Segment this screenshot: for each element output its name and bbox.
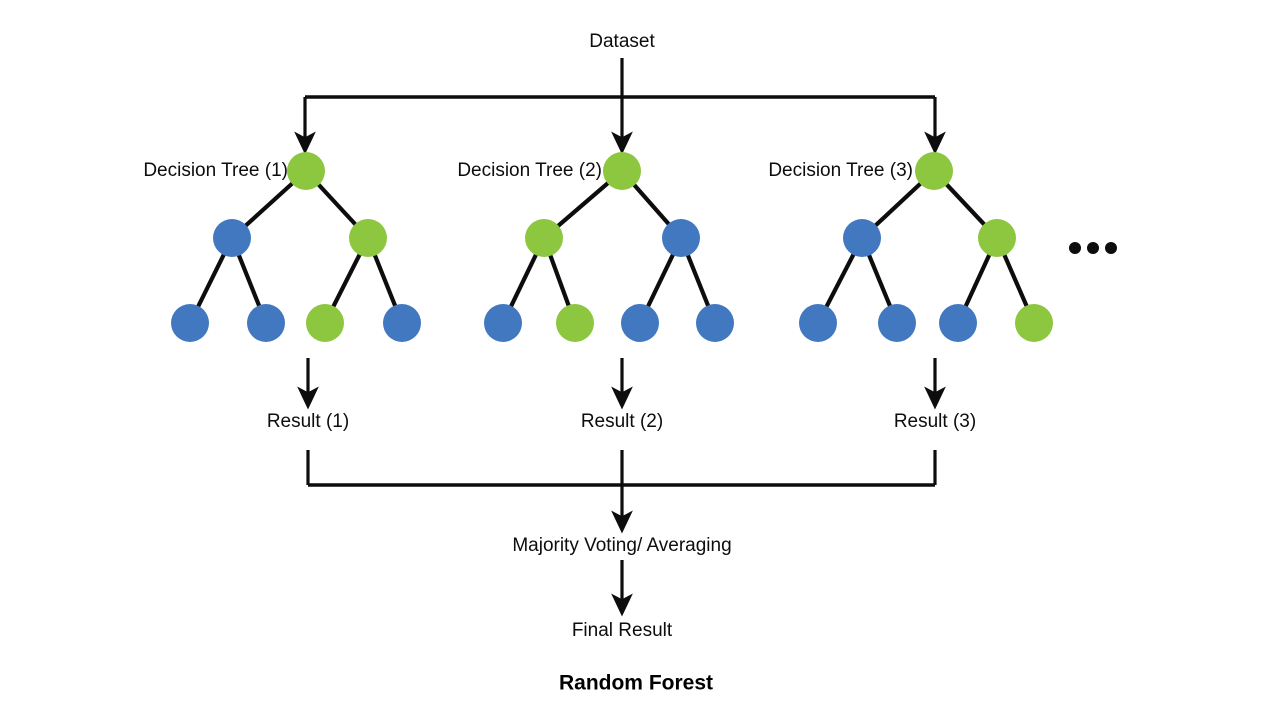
tree-nodes-layer bbox=[171, 152, 1117, 342]
tree-1-leaf-node-3-green bbox=[306, 304, 344, 342]
tree-3-level2-node-2-green bbox=[978, 219, 1016, 257]
tree-1-leaf-node-4-blue bbox=[383, 304, 421, 342]
tree-2-leaf-node-3-blue bbox=[621, 304, 659, 342]
tree-1-root-node-green bbox=[287, 152, 325, 190]
more-trees-ellipsis-dot-2 bbox=[1087, 242, 1099, 254]
more-trees-ellipsis-dot-3 bbox=[1105, 242, 1117, 254]
tree-2-level2-node-2-blue bbox=[662, 219, 700, 257]
result-3-label: Result (3) bbox=[894, 411, 976, 432]
tree-1-level2-node-1-blue bbox=[213, 219, 251, 257]
tree-3-leaf-node-2-blue bbox=[878, 304, 916, 342]
tree-1-leaf-node-2-blue bbox=[247, 304, 285, 342]
tree-1-leaf-node-1-blue bbox=[171, 304, 209, 342]
tree-3-leaf-node-4-green bbox=[1015, 304, 1053, 342]
tree-2-root-node-green bbox=[603, 152, 641, 190]
tree-2-level2-node-1-green bbox=[525, 219, 563, 257]
tree-3-level2-node-1-blue bbox=[843, 219, 881, 257]
more-trees-ellipsis-dot-1 bbox=[1069, 242, 1081, 254]
diagram-caption: Random Forest bbox=[559, 672, 713, 695]
dataset-label: Dataset bbox=[589, 31, 655, 52]
tree-3-leaf-node-3-blue bbox=[939, 304, 977, 342]
result-1-label: Result (1) bbox=[267, 411, 349, 432]
tree-3-label: Decision Tree (3) bbox=[768, 160, 913, 181]
aggregation-label: Majority Voting/ Averaging bbox=[512, 535, 731, 556]
tree-2-leaf-node-2-green bbox=[556, 304, 594, 342]
tree-2-label: Decision Tree (2) bbox=[457, 160, 602, 181]
tree-3-leaf-node-1-blue bbox=[799, 304, 837, 342]
tree-1-label: Decision Tree (1) bbox=[143, 160, 288, 181]
tree-3-root-node-green bbox=[915, 152, 953, 190]
flow-connectors-layer bbox=[294, 58, 946, 617]
final-result-label: Final Result bbox=[572, 620, 673, 641]
tree-2-leaf-node-4-blue bbox=[696, 304, 734, 342]
tree-edges-layer bbox=[187, 168, 1037, 326]
tree-2-leaf-node-1-blue bbox=[484, 304, 522, 342]
tree-1-level2-node-2-green bbox=[349, 219, 387, 257]
result-2-label: Result (2) bbox=[581, 411, 663, 432]
